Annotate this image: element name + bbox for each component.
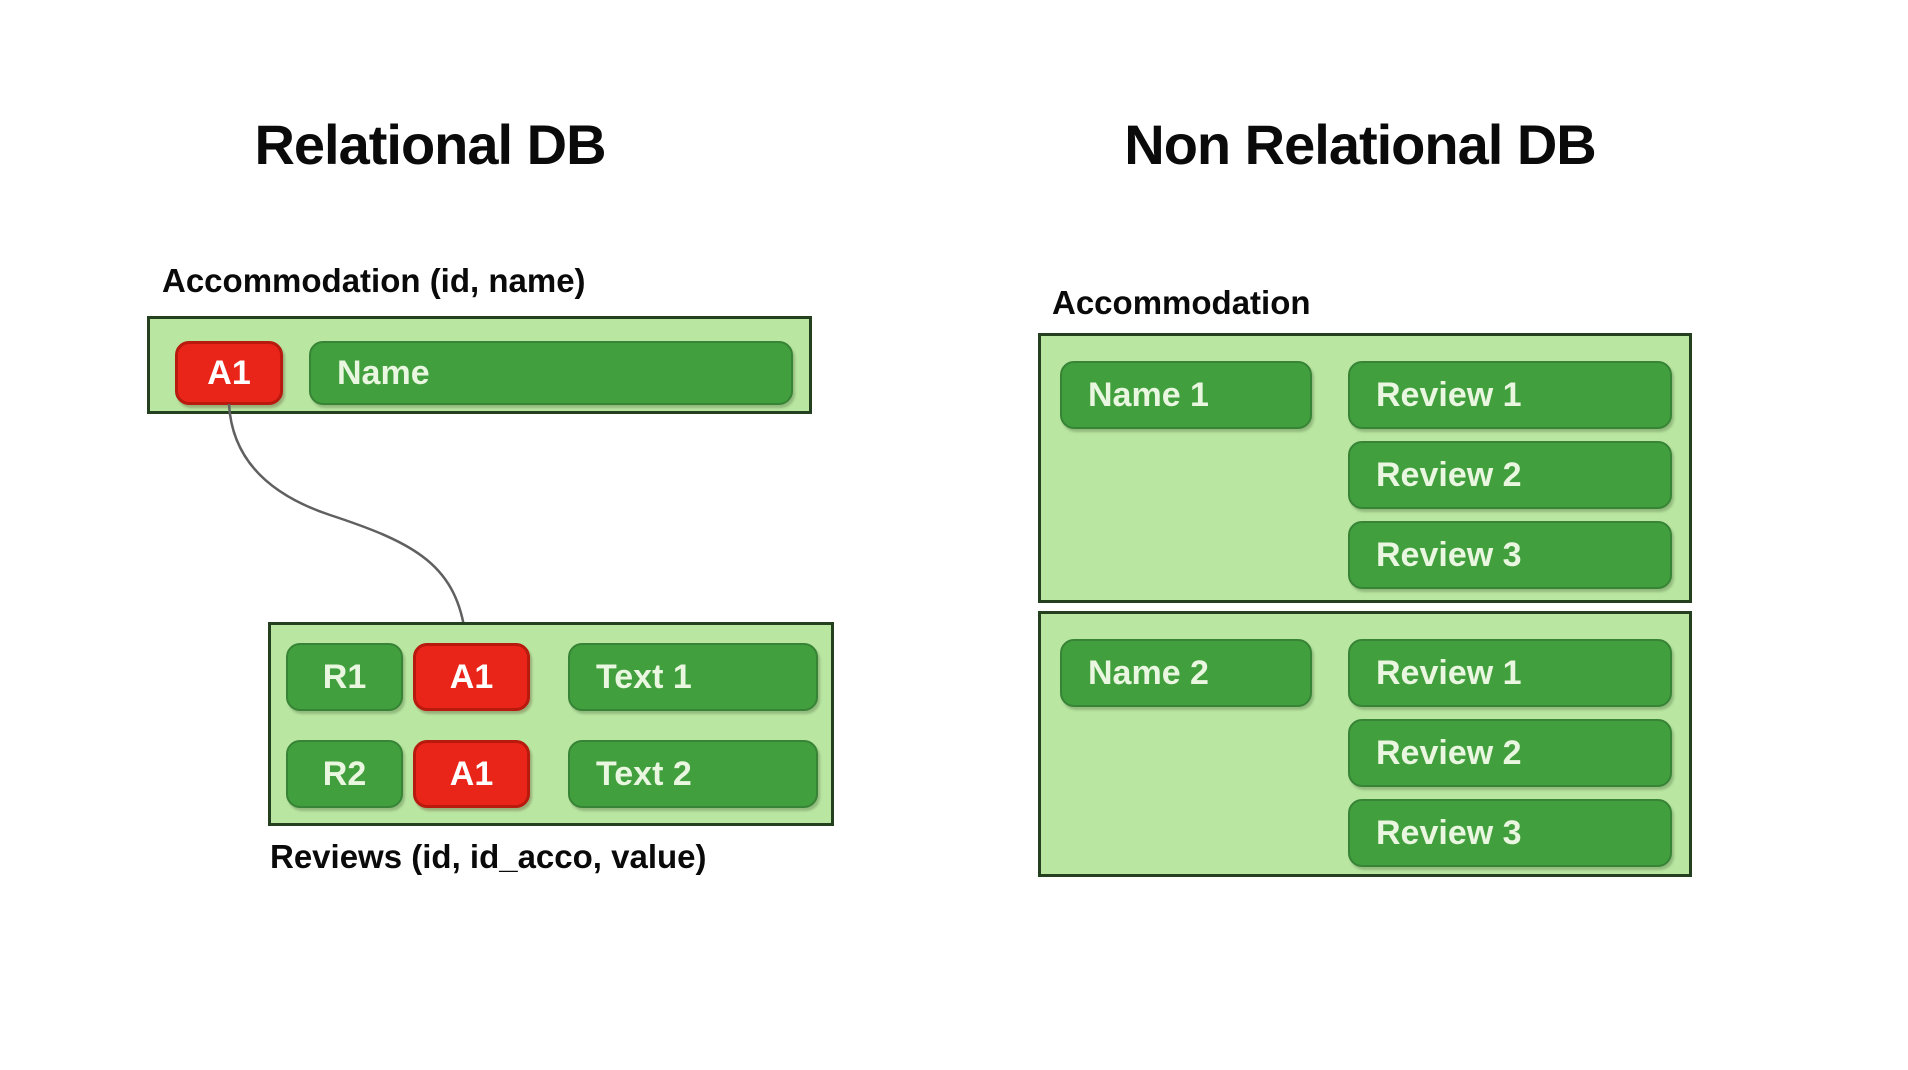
document-review-pill: Review 2: [1348, 441, 1672, 509]
relational-db-title: Relational DB: [254, 113, 606, 176]
document-name-pill: Name 1: [1060, 361, 1312, 429]
document-name-pill: Name 2: [1060, 639, 1312, 707]
review-id-pill: R1: [286, 643, 403, 711]
reviews-table: R1 A1 Text 1 R2 A1 Text 2: [268, 622, 834, 826]
accommodation-id-pill: A1: [175, 341, 283, 405]
review-foreign-key-pill: A1: [413, 740, 530, 808]
document-review-pill: Review 3: [1348, 521, 1672, 589]
accommodation-table-label: Accommodation (id, name): [162, 262, 586, 299]
review-text-pill: Text 2: [568, 740, 818, 808]
review-id-pill: R2: [286, 740, 403, 808]
document-card: Name 1 Review 1 Review 2 Review 3: [1038, 333, 1692, 603]
document-review-pill: Review 2: [1348, 719, 1672, 787]
accommodation-table: A1 Name: [147, 316, 812, 414]
review-text-pill: Text 1: [568, 643, 818, 711]
reviews-table-label: Reviews (id, id_acco, value): [270, 838, 707, 875]
document-review-pill: Review 3: [1348, 799, 1672, 867]
document-review-pill: Review 1: [1348, 639, 1672, 707]
document-review-pill: Review 1: [1348, 361, 1672, 429]
review-foreign-key-pill: A1: [413, 643, 530, 711]
non-relational-db-title: Non Relational DB: [1124, 113, 1596, 176]
accommodation-name-pill: Name: [309, 341, 793, 405]
document-card: Name 2 Review 1 Review 2 Review 3: [1038, 611, 1692, 877]
nonrel-accommodation-label: Accommodation: [1052, 284, 1311, 321]
